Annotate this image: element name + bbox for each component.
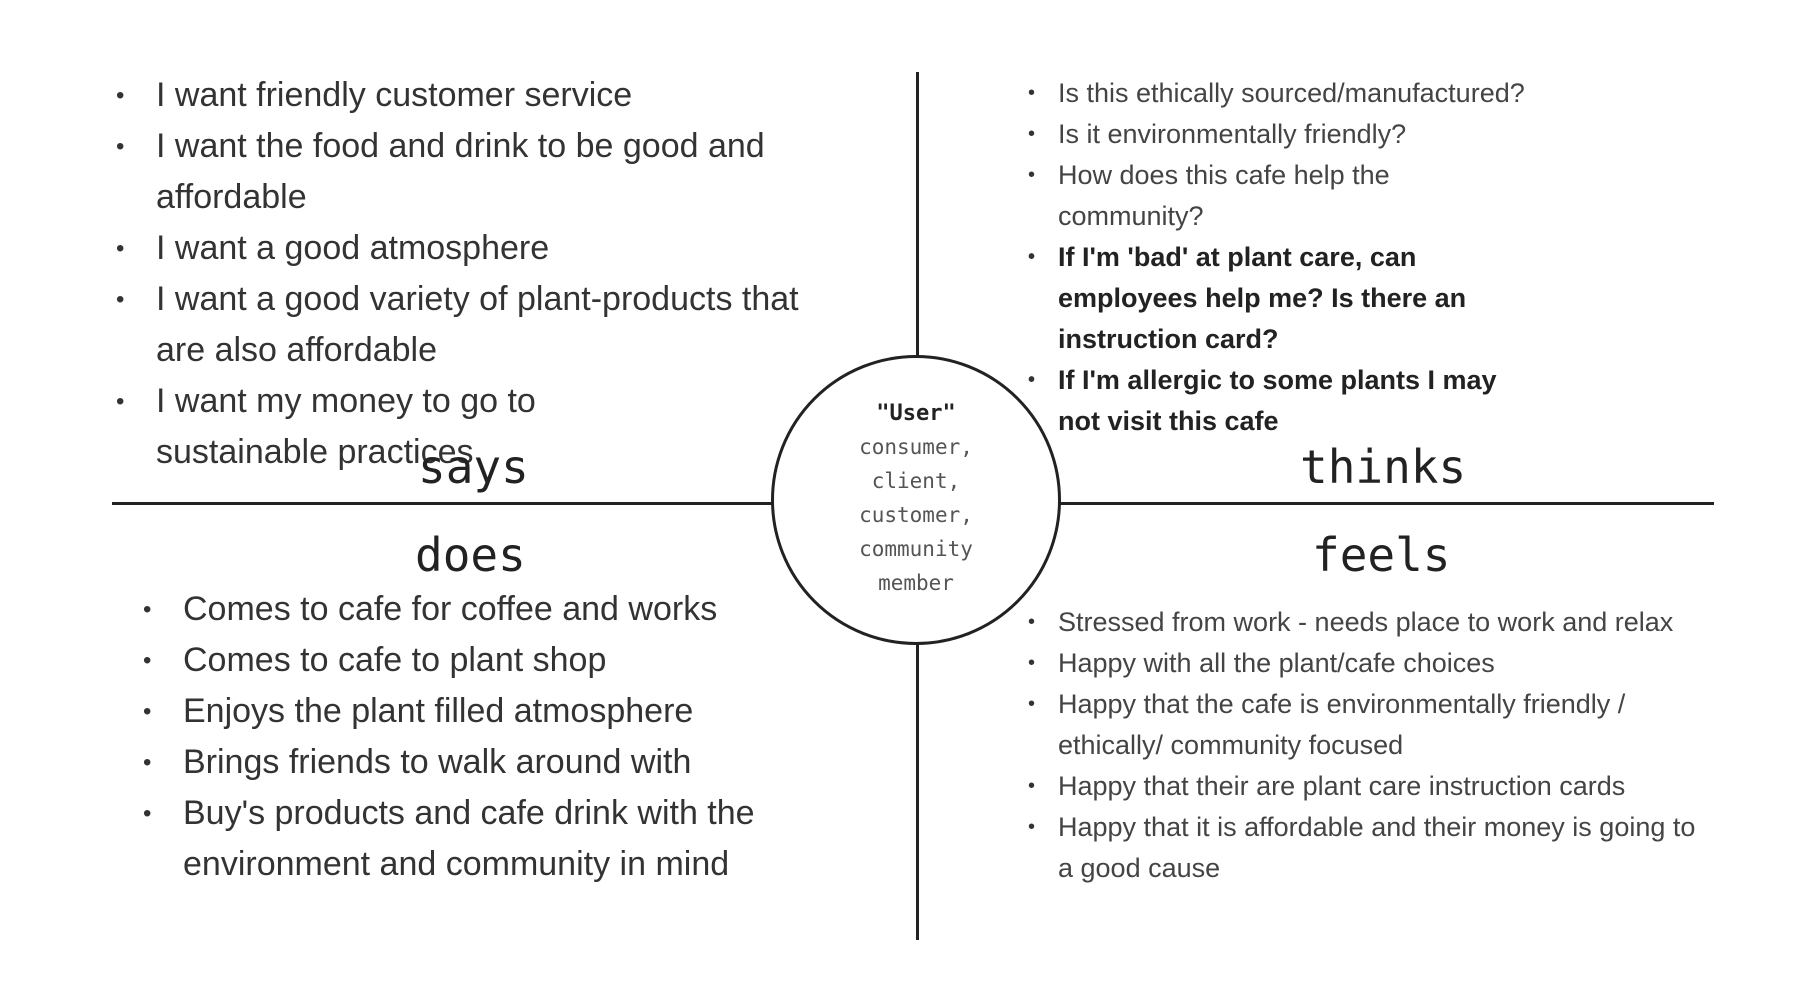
thinks-list: Is this ethically sourced/manufactured? … — [1028, 73, 1588, 442]
says-item: I want friendly customer service — [116, 70, 816, 121]
feels-item: Happy that it is affordable and their mo… — [1028, 807, 1718, 889]
persona-line: customer, — [859, 502, 973, 527]
does-item: Brings friends to walk around with — [143, 737, 783, 788]
does-item: Enjoys the plant filled atmosphere — [143, 686, 783, 737]
feels-item: Happy that their are plant care instruct… — [1028, 766, 1718, 807]
says-item: I want a good atmosphere — [116, 223, 816, 274]
persona-line: client, — [871, 468, 961, 493]
thinks-item: How does this cafe help the community? — [1028, 155, 1588, 237]
persona-line: community — [859, 536, 973, 561]
thinks-item: If I'm 'bad' at plant care, can employee… — [1028, 237, 1588, 360]
does-list: Comes to cafe for coffee and works Comes… — [143, 584, 783, 890]
says-item: I want a good variety of plant-products … — [116, 274, 816, 376]
feels-item: Happy with all the plant/cafe choices — [1028, 643, 1718, 684]
says-list: I want friendly customer service I want … — [116, 70, 816, 478]
feels-item: Happy that the cafe is environmentally f… — [1028, 684, 1718, 766]
thinks-item: If I'm allergic to some plants I may not… — [1028, 360, 1588, 442]
thinks-item: Is it environmentally friendly? — [1028, 114, 1588, 155]
says-item: I want my money to go to sustainable pra… — [116, 376, 816, 478]
user-persona-circle: "User" consumer, client, customer, commu… — [771, 355, 1061, 645]
says-item: I want the food and drink to be good and… — [116, 121, 816, 223]
feels-label: feels — [1312, 528, 1451, 582]
does-item: Comes to cafe for coffee and works — [143, 584, 783, 635]
thinks-item: Is this ethically sourced/manufactured? — [1028, 73, 1588, 114]
thinks-label: thinks — [1300, 440, 1467, 494]
does-item: Buy's products and cafe drink with the e… — [143, 788, 783, 890]
says-label: says — [418, 440, 529, 494]
persona-line: member — [878, 570, 954, 595]
feels-item: Stressed from work - needs place to work… — [1028, 602, 1718, 643]
persona-title: "User" — [876, 400, 956, 426]
feels-list: Stressed from work - needs place to work… — [1028, 602, 1718, 889]
does-label: does — [415, 528, 526, 582]
does-item: Comes to cafe to plant shop — [143, 635, 783, 686]
persona-line: consumer, — [859, 434, 973, 459]
